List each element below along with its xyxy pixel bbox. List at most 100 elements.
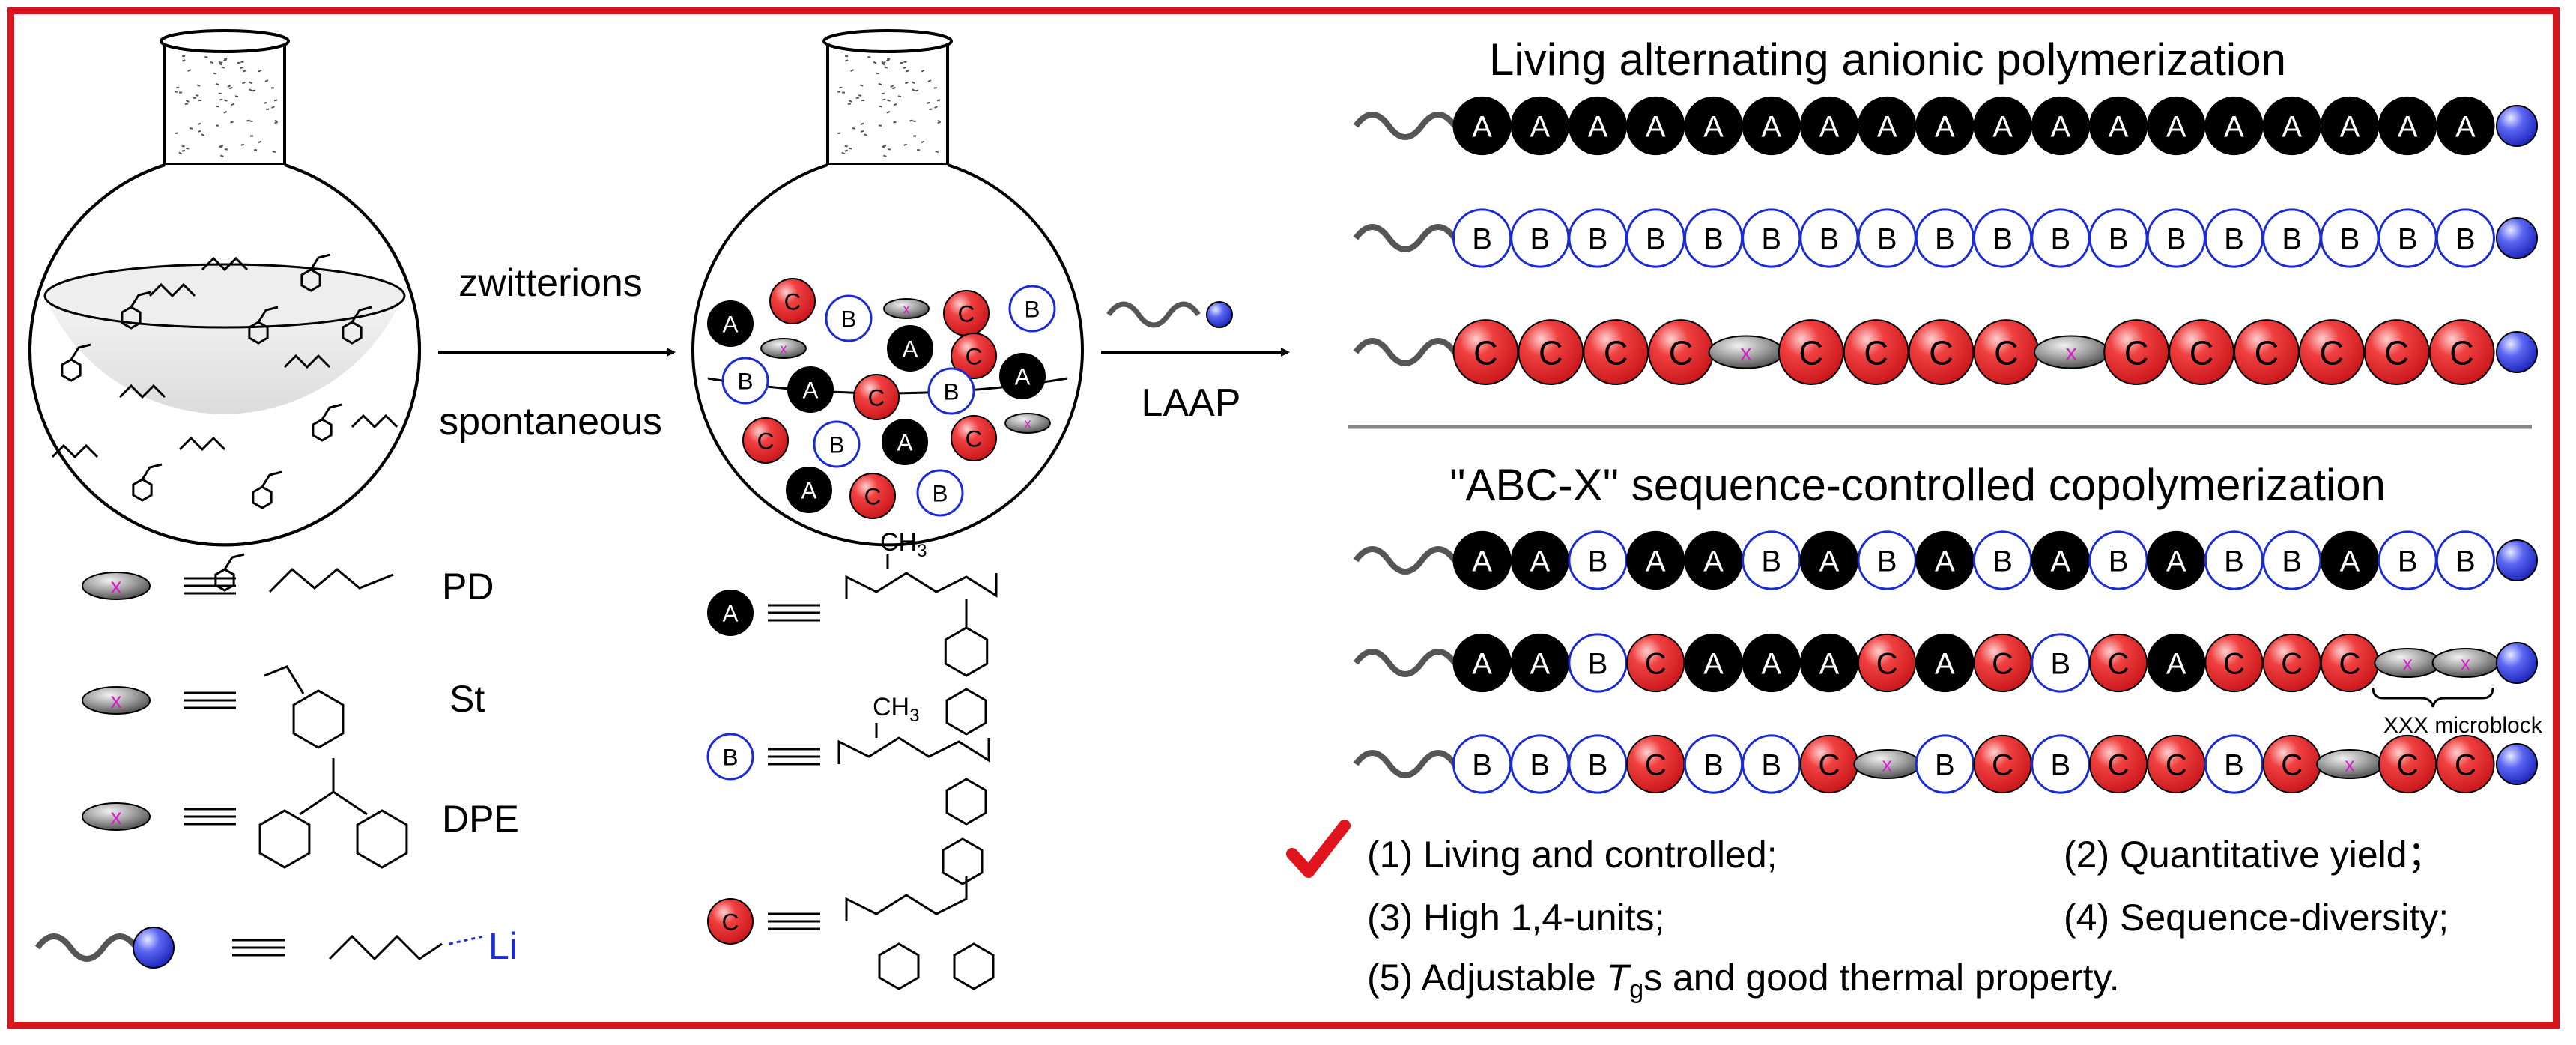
unit-X: x [2431, 647, 2500, 679]
svg-text:B: B [1472, 222, 1492, 255]
svg-text:B: B [1646, 222, 1666, 255]
svg-text:B: B [1530, 748, 1550, 781]
initiator-chain [34, 933, 139, 962]
svg-text:C: C [722, 908, 739, 935]
unit-C: C [1583, 319, 1649, 385]
unit-A: A [999, 353, 1046, 399]
unit-A: A [707, 590, 754, 636]
unit-B: B [721, 357, 769, 405]
unit-C: C [849, 473, 896, 519]
unit-C: C [2378, 734, 2437, 794]
unit-B: B [2262, 208, 2322, 268]
unit-B: B [2262, 530, 2322, 590]
unit-C: C [1778, 319, 1844, 385]
svg-text:x: x [2345, 754, 2355, 776]
svg-text:C: C [2124, 333, 2149, 372]
unit-C: C [2103, 319, 2170, 385]
svg-text:C: C [1669, 333, 1694, 372]
feature-3: (3) High 1,4-units; [1367, 897, 1664, 939]
svg-text:A: A [1819, 110, 1840, 143]
unit-A: A [1742, 633, 1801, 693]
unit-B: B [706, 733, 754, 781]
unit-B: B [2204, 734, 2264, 794]
unit-A: A [1510, 96, 1569, 156]
unit-B: B [2378, 530, 2437, 590]
unit-B: B [1742, 734, 1801, 794]
unit-B: B [1742, 208, 1801, 268]
svg-text:B: B [1761, 222, 1781, 255]
svg-text:x: x [2403, 652, 2413, 675]
unit-B: B [2204, 530, 2264, 590]
unit-C: C [2320, 633, 2380, 693]
microblock-brace: XXX microblock [2372, 687, 2543, 738]
svg-text:A: A [1646, 545, 1666, 578]
unit-C: C [2363, 319, 2430, 385]
unit-A: A [1684, 633, 1743, 693]
svg-text:A: A [2166, 647, 2186, 680]
legend-monomers: xxx [34, 567, 484, 969]
svg-text:B: B [1992, 222, 2013, 255]
svg-text:C: C [2255, 333, 2279, 372]
svg-text:C: C [1473, 333, 1498, 372]
svg-text:B: B [840, 305, 856, 332]
svg-text:C: C [2320, 333, 2345, 372]
svg-text:A: A [1703, 545, 1724, 578]
unit-A: A [882, 419, 928, 465]
unit-B: B [1568, 208, 1628, 268]
svg-text:A: A [1935, 110, 1955, 143]
svg-text:A: A [722, 599, 738, 626]
svg-text:B: B [1530, 222, 1550, 255]
dpe-structure [299, 758, 368, 816]
unit-X: x [1004, 413, 1051, 434]
svg-text:A: A [902, 335, 918, 362]
unit-X: x [1708, 335, 1784, 369]
unit-B: B [2378, 208, 2437, 268]
unit-B: B [1915, 208, 1975, 268]
unit-B: B [1973, 530, 2033, 590]
svg-text:B: B [1877, 222, 1897, 255]
unit-B: B [2320, 208, 2380, 268]
unit-B: B [1568, 530, 1628, 590]
legend-left-row-0: x [82, 572, 236, 600]
title-abcx: "ABC-X" sequence-controlled copolymeriza… [1449, 460, 2386, 510]
svg-text:A: A [1588, 110, 1608, 143]
unit-B: B [2088, 530, 2148, 590]
svg-text:B: B [2224, 222, 2244, 255]
unit-A: A [1915, 633, 1975, 693]
svg-text:B: B [1703, 748, 1724, 781]
svg-text:A: A [2282, 110, 2302, 143]
svg-text:C: C [868, 384, 885, 411]
li-label: Li [488, 925, 518, 967]
legend-mid-row-0: A [707, 590, 820, 636]
unit-B: B [1742, 530, 1801, 590]
svg-text:C: C [2449, 333, 2474, 372]
unit-A: A [1742, 96, 1801, 156]
svg-text:C: C [2281, 647, 2303, 680]
svg-text:B: B [2398, 222, 2418, 255]
initiator-end [2496, 331, 2538, 373]
unit-A: A [1452, 633, 1512, 693]
unit-B: B [1510, 734, 1570, 794]
svg-text:B: B [1819, 222, 1840, 255]
unit-A: A [1858, 96, 1917, 156]
legend-left-row-1: x [82, 686, 236, 715]
svg-text:C: C [2166, 748, 2187, 781]
unit-A: A [1568, 96, 1628, 156]
svg-text:B: B [1935, 222, 1955, 255]
svg-text:B: B [2050, 748, 2070, 781]
unit-B: B [927, 367, 975, 415]
unit-A: A [2147, 96, 2206, 156]
arrow-laap: LAAP [1101, 301, 1290, 425]
svg-text:B: B [2455, 545, 2476, 578]
svg-text:B: B [722, 743, 738, 770]
initiator-end [2496, 539, 2538, 581]
svg-text:x: x [2461, 652, 2471, 675]
unit-A: A [2031, 96, 2090, 156]
unit-B: B [2031, 208, 2091, 268]
unit-X: x [883, 298, 930, 319]
unit-C: C [769, 278, 816, 324]
svg-text:x: x [903, 302, 909, 317]
